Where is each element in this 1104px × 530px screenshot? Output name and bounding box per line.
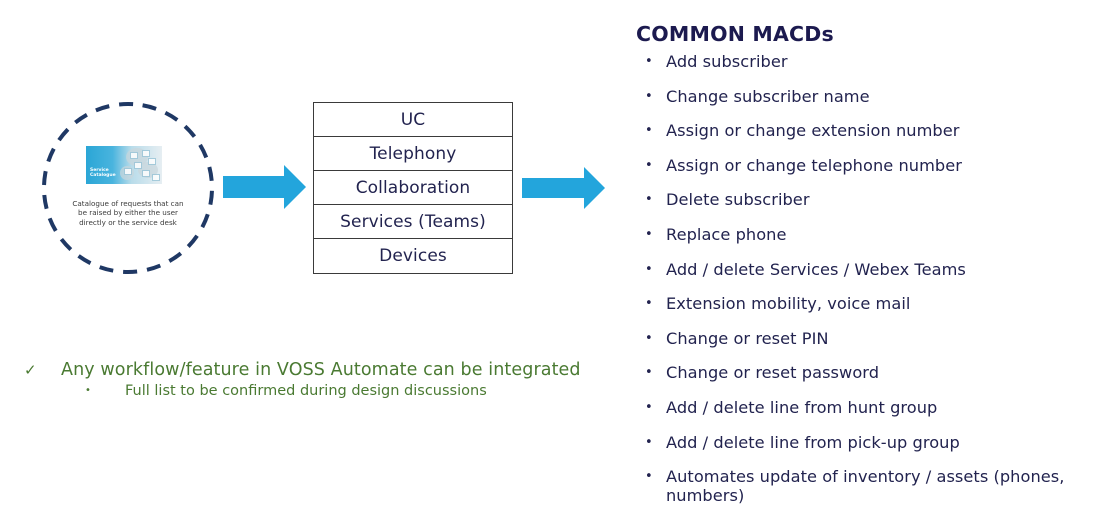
macd-item-label: Assign or change extension number — [666, 121, 960, 141]
macd-item-label: Add / delete line from pick-up group — [666, 432, 960, 452]
bullet-icon: • — [645, 226, 653, 242]
service-catalogue-circle — [40, 100, 216, 276]
macd-item-label: Change or reset password — [666, 363, 880, 383]
bullet-icon: • — [645, 330, 653, 346]
macd-item-label: Delete subscriber — [666, 190, 810, 210]
integration-note-main: Any workflow/feature in VOSS Automate ca… — [61, 360, 581, 380]
macd-item-label: Assign or change telephone number — [666, 155, 962, 175]
category-collaboration: Collaboration — [314, 171, 512, 205]
category-devices: Devices — [379, 246, 447, 266]
macd-item: • Replace phone — [643, 225, 1083, 244]
dashed-circle-outline — [42, 102, 214, 274]
macd-item: • Add / delete line from pick-up group — [643, 433, 1083, 452]
macd-item-label: Change subscriber name — [666, 86, 870, 106]
macd-item-label: Replace phone — [666, 224, 787, 244]
macd-item-label: Change or reset PIN — [666, 328, 829, 348]
macd-item-label: Add / delete Services / Webex Teams — [666, 259, 966, 279]
bullet-icon: • — [85, 385, 91, 396]
integration-note-sub: Full list to be confirmed during design … — [125, 383, 487, 399]
service-catalogue-image: Service Catalogue — [86, 146, 162, 184]
service-catalogue-caption: Catalogue of requests that can be raised… — [72, 199, 184, 227]
bullet-icon: • — [645, 123, 653, 139]
bullet-icon: • — [645, 399, 653, 415]
macd-item: • Assign or change telephone number — [643, 156, 1083, 175]
category-services-teams: Services (Teams) — [314, 205, 512, 239]
bullet-icon: • — [645, 469, 653, 485]
macds-list: •Add subscriber •Change subscriber name … — [643, 52, 1083, 521]
bullet-icon: • — [645, 365, 653, 381]
service-catalogue-image-label: Service Catalogue — [90, 168, 116, 178]
macd-item: • Change or reset PIN — [643, 329, 1083, 348]
arrow-right-icon — [223, 165, 307, 209]
bullet-icon: • — [645, 157, 653, 173]
bullet-icon: • — [645, 54, 653, 69]
macd-item: • Change subscriber name — [643, 87, 1083, 106]
bullet-icon: • — [645, 434, 653, 450]
macd-item: • Add subscriber — [643, 52, 1083, 71]
macd-item-label: Add subscriber — [666, 52, 788, 71]
macds-title: COMMON MACDs — [636, 22, 834, 46]
bullet-icon: • — [645, 296, 653, 312]
macd-item: • Add / delete Services / Webex Teams — [643, 260, 1083, 279]
bullet-icon: • — [645, 192, 653, 208]
macd-item-label: Automates update of inventory / assets (… — [666, 467, 1065, 506]
category-stack: UC Telephony Collaboration Services (Tea… — [313, 102, 513, 274]
bullet-icon: • — [645, 261, 653, 277]
bullet-icon: • — [645, 88, 653, 104]
macd-item: • Automates update of inventory / assets … — [643, 467, 1083, 505]
macd-item: • Add / delete line from hunt group — [643, 398, 1083, 417]
category-uc: UC — [314, 103, 512, 137]
macd-item-label: Add / delete line from hunt group — [666, 397, 938, 417]
category-telephony: Telephony — [314, 137, 512, 171]
macd-item: • Assign or change extension number — [643, 121, 1083, 140]
macd-item: • Extension mobility, voice mail — [643, 294, 1083, 313]
macd-item: • Delete subscriber — [643, 190, 1083, 209]
macd-item-label: Extension mobility, voice mail — [666, 294, 911, 314]
arrow-right-icon — [522, 167, 606, 209]
checkmark-icon: ✓ — [24, 361, 37, 379]
macd-item: • Change or reset password — [643, 363, 1083, 382]
